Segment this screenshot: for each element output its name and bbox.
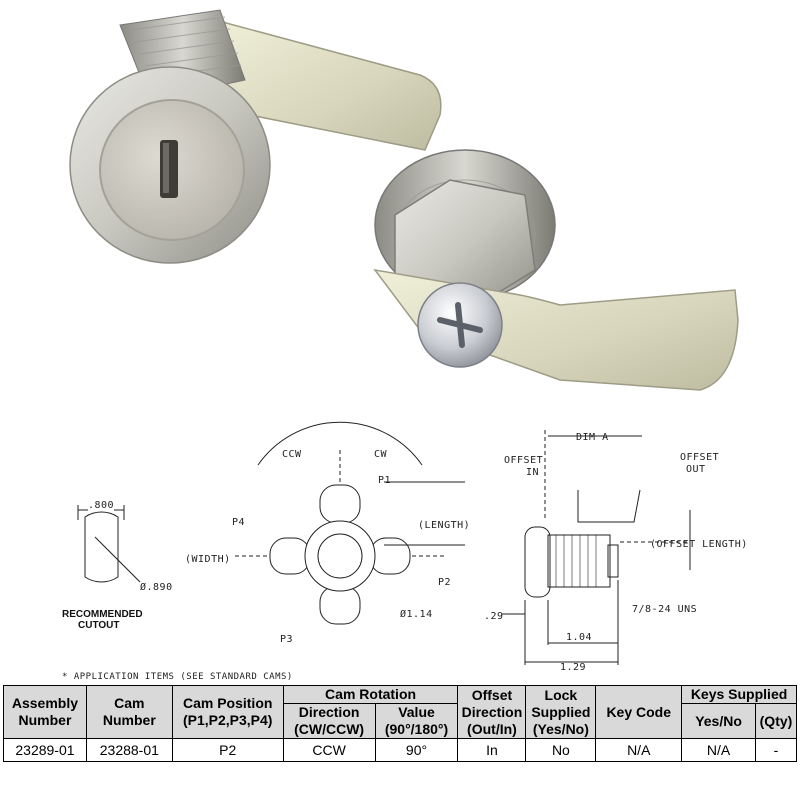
- header-keys-supplied: Keys Supplied: [681, 685, 797, 704]
- header-cam-number: Cam Number: [85, 685, 173, 739]
- application-items-note: * APPLICATION ITEMS (SEE STANDARD CAMS): [62, 672, 293, 682]
- cell-value: 90°: [374, 738, 459, 762]
- ccw-label: CCW: [282, 449, 302, 460]
- lock-front-photo: [69, 9, 442, 264]
- header-offset-direction: Offset Direction (Out/In): [457, 685, 527, 739]
- dim-a-label: DIM A: [576, 432, 609, 443]
- side-view-drawing: [502, 430, 691, 665]
- table-row: 23289-01 23288-01 P2 CCW 90° In No N/A N…: [3, 738, 798, 762]
- cell-keys-yes-no: N/A: [681, 738, 756, 762]
- header-direction: Direction (CW/CCW): [282, 703, 376, 739]
- cell-keys-qty: -: [754, 738, 798, 762]
- cell-offset-direction: In: [457, 738, 527, 762]
- cell-cam-position: P2: [171, 738, 284, 762]
- header-lock-supplied: Lock Supplied (Yes/No): [525, 685, 597, 739]
- diameter-label: Ø1.14: [400, 608, 433, 620]
- cw-label: CW: [374, 449, 388, 460]
- cutout-diameter-label: Ø.890: [140, 581, 173, 593]
- cell-assembly-number: 23289-01: [3, 738, 87, 762]
- header-cam-position: Cam Position (P1,P2,P3,P4): [171, 685, 284, 739]
- width-label: (WIDTH): [185, 554, 231, 565]
- p1-label: P1: [378, 475, 391, 486]
- header-value: Value (90°/180°): [374, 703, 459, 739]
- p2-label: P2: [438, 577, 451, 588]
- length-label: (LENGTH): [418, 520, 470, 531]
- cam-positions-drawing: [235, 421, 465, 625]
- cutout-caption-2: CUTOUT: [78, 620, 119, 631]
- cell-key-code: N/A: [595, 738, 683, 762]
- offset-in-label-1: OFFSET: [504, 455, 543, 466]
- spec-table: Assembly Number Cam Number Cam Position …: [3, 685, 798, 762]
- header-assembly-number: Assembly Number: [3, 685, 87, 739]
- cutout-width-label: .800: [88, 500, 114, 511]
- cutout-drawing: [77, 505, 141, 583]
- cell-cam-number: 23288-01: [85, 738, 173, 762]
- p4-label: P4: [232, 517, 245, 528]
- product-photos: [69, 9, 739, 391]
- cell-direction: CCW: [282, 738, 376, 762]
- technical-drawing: .800 Ø.890 RECOMMENDED CUTOUT CCW CW P1 …: [62, 421, 748, 673]
- dim-129-label: 1.29: [560, 662, 586, 673]
- header-cam-rotation: Cam Rotation: [282, 685, 459, 704]
- p3-label: P3: [280, 634, 293, 645]
- header-qty: (Qty): [754, 703, 798, 739]
- cutout-caption-1: RECOMMENDED: [62, 609, 143, 620]
- header-key-code: Key Code: [595, 685, 683, 739]
- lock-rear-photo: [373, 149, 739, 391]
- thread-label: 7/8-24 UNS: [632, 604, 697, 615]
- dim-104-label: 1.04: [566, 632, 592, 643]
- cell-lock-supplied: No: [525, 738, 597, 762]
- offset-in-label-2: IN: [526, 467, 539, 478]
- offset-length-label: (OFFSET LENGTH): [650, 539, 748, 550]
- offset-out-label-2: OUT: [686, 464, 706, 475]
- dim-029-label: .29: [484, 611, 504, 622]
- offset-out-label-1: OFFSET: [680, 452, 719, 463]
- header-yes-no: Yes/No: [681, 703, 756, 739]
